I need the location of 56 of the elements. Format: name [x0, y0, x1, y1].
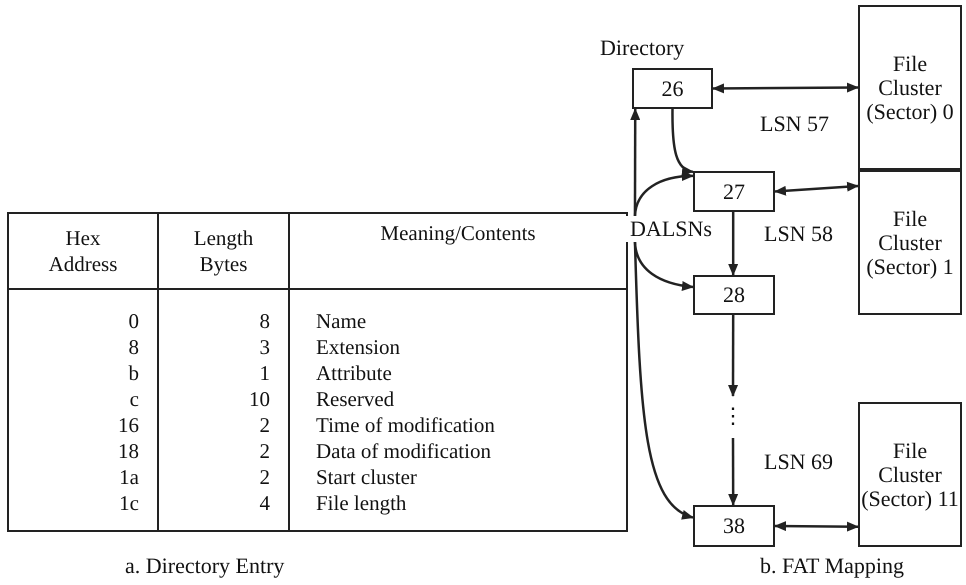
arrow: [630, 108, 640, 216]
arrow: [671, 109, 694, 174]
table-cell-text: Time of modification: [316, 412, 495, 438]
table-cell-text: Attribute: [316, 360, 392, 386]
figure-caption: a. Directory Entry: [125, 554, 284, 578]
cluster-box: [858, 170, 962, 315]
node-text: 27: [723, 180, 745, 204]
table-cell-text: 2: [260, 464, 270, 490]
table-cell-text: File length: [316, 490, 406, 516]
node-text: 28: [723, 283, 745, 307]
table-cell-text: c: [130, 386, 139, 412]
table-cell-text: 2: [260, 438, 270, 464]
table-cell-text: 10: [249, 386, 270, 412]
cluster-box: [858, 5, 962, 170]
entry-box: [693, 275, 775, 315]
table-cell-text: 16: [118, 412, 139, 438]
node-text: 38: [723, 514, 745, 538]
arrow: [774, 182, 859, 196]
entry-box: [693, 171, 775, 212]
table-cell-text: b: [128, 360, 139, 386]
column-header: Meaning/Contents: [379, 220, 537, 246]
entry-box: [693, 505, 775, 547]
column-header: Length Bytes: [192, 225, 254, 277]
cluster-box: [858, 402, 962, 547]
arrow: [634, 171, 694, 216]
table-cell-text: 8: [260, 308, 270, 334]
column-header: Hex Address: [48, 225, 118, 277]
entry-box: [632, 68, 713, 109]
table-cell-text: Extension: [316, 334, 400, 360]
node-caption: Directory: [600, 36, 684, 60]
table-cell-text: 1: [260, 360, 270, 386]
table-cell-text: Name: [316, 308, 366, 334]
arrow: [728, 438, 738, 506]
node-text: File Cluster (Sector) 11: [860, 438, 960, 510]
table-cell-text: 0: [128, 308, 139, 334]
arrow: [712, 82, 859, 94]
arrow: [634, 242, 694, 519]
table-cell-text: Start cluster: [316, 464, 417, 490]
figure-caption: b. FAT Mapping: [760, 554, 904, 578]
table-cell-text: 18: [118, 438, 139, 464]
table-cell-text: 8: [128, 334, 139, 360]
table-cell-text: 1a: [119, 464, 139, 490]
table-cell-text: Data of modification: [316, 438, 491, 464]
table-cell-text: 1c: [119, 490, 139, 516]
arrow: [728, 315, 738, 397]
table-cell-text: 4: [260, 490, 270, 516]
table-cell-text: 2: [260, 412, 270, 438]
ellipsis-text: ⋮: [723, 396, 743, 438]
arrow: [728, 212, 738, 276]
node-text: 26: [662, 76, 684, 100]
table-cell-text: 3: [260, 334, 270, 360]
arrow: [774, 521, 859, 532]
table-cell-text: Reserved: [316, 386, 394, 412]
node-text: File Cluster (Sector) 0: [865, 52, 955, 124]
node-text: File Cluster (Sector) 1: [865, 206, 955, 278]
arrow: [634, 242, 694, 291]
